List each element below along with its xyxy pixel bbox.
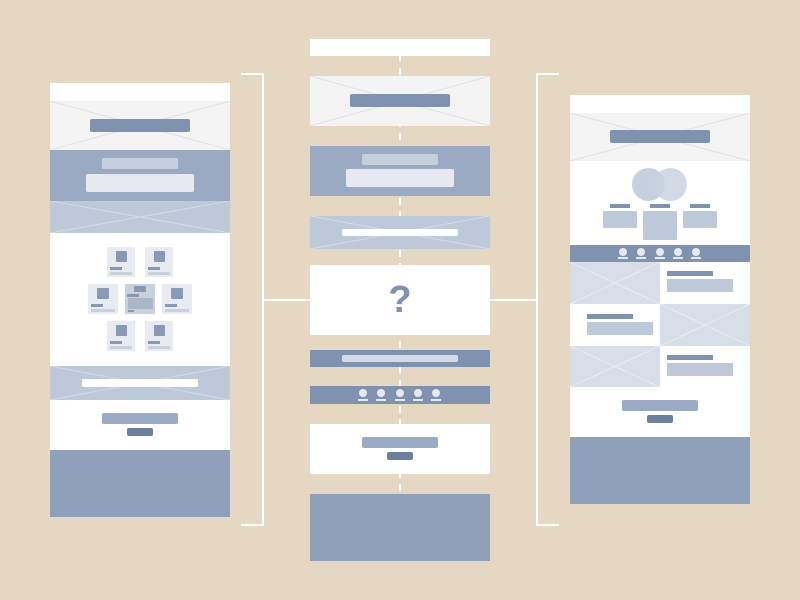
left-signup-section bbox=[50, 400, 230, 450]
center-signup-bar bbox=[362, 437, 438, 448]
left-wireframe-page bbox=[50, 83, 230, 517]
circle-icon bbox=[377, 389, 385, 397]
right-wireframe-page bbox=[570, 95, 750, 504]
left-banner bbox=[50, 150, 230, 201]
right-zigzag-row bbox=[570, 304, 750, 346]
right-zigzag-row bbox=[570, 262, 750, 304]
center-image-strip-input-bar bbox=[342, 229, 458, 236]
left-cta-strip bbox=[50, 366, 230, 400]
circle-icon bbox=[674, 248, 682, 256]
feature-tile bbox=[145, 321, 173, 351]
center-hero-title-bar bbox=[350, 94, 450, 107]
center-search-strip-block bbox=[310, 350, 490, 367]
center-footer-block bbox=[310, 494, 490, 561]
right-signup-button bbox=[647, 415, 673, 423]
left-signup-button bbox=[127, 428, 153, 436]
right-venn-section bbox=[570, 161, 750, 245]
venn-circle-icon bbox=[654, 168, 687, 201]
venn-card bbox=[603, 211, 637, 228]
feature-tile-featured bbox=[125, 284, 155, 314]
circle-icon bbox=[414, 389, 422, 397]
feature-tile bbox=[88, 284, 118, 314]
center-signup-button bbox=[387, 452, 413, 460]
right-topbar bbox=[570, 95, 750, 113]
right-signup-section bbox=[570, 387, 750, 437]
left-banner-title-bar bbox=[102, 158, 178, 169]
center-banner-title-bar bbox=[362, 154, 438, 165]
left-banner-text-box bbox=[86, 174, 194, 192]
left-bracket bbox=[241, 73, 264, 526]
question-mark-icon: ? bbox=[388, 279, 412, 321]
right-hero-title-bar bbox=[610, 130, 710, 143]
image-placeholder-icon bbox=[570, 346, 660, 387]
center-topbar-block bbox=[310, 39, 490, 56]
feature-tile bbox=[107, 321, 135, 351]
feature-tile bbox=[107, 247, 135, 277]
center-unknown-section-block: ? bbox=[310, 265, 490, 335]
circle-icon bbox=[396, 389, 404, 397]
left-image-strip bbox=[50, 201, 230, 233]
right-signup-bar bbox=[622, 400, 698, 411]
center-icon-row-block bbox=[310, 386, 490, 404]
center-hero-block bbox=[310, 76, 490, 126]
circle-icon bbox=[637, 248, 645, 256]
circle-icon bbox=[619, 248, 627, 256]
image-placeholder-icon bbox=[570, 262, 660, 304]
right-hero bbox=[570, 113, 750, 161]
venn-card bbox=[683, 211, 717, 228]
right-footer bbox=[570, 437, 750, 504]
right-icon-row bbox=[570, 245, 750, 262]
feature-tile bbox=[162, 284, 192, 314]
circle-icon bbox=[359, 389, 367, 397]
feature-tile bbox=[145, 247, 173, 277]
center-banner-text-box bbox=[346, 169, 454, 187]
left-hero bbox=[50, 101, 230, 150]
zigzag-image bbox=[570, 346, 660, 387]
right-bracket bbox=[536, 73, 559, 526]
zigzag-image bbox=[660, 304, 750, 346]
venn-card bbox=[643, 211, 677, 240]
left-signup-bar bbox=[102, 413, 178, 424]
zigzag-image bbox=[570, 262, 660, 304]
image-placeholder-icon bbox=[660, 304, 750, 346]
image-placeholder-icon bbox=[50, 201, 230, 233]
center-search-strip-bar bbox=[342, 355, 458, 362]
left-footer bbox=[50, 450, 230, 517]
circle-icon bbox=[692, 248, 700, 256]
right-zigzag-row bbox=[570, 346, 750, 387]
circle-icon bbox=[432, 389, 440, 397]
circle-icon bbox=[656, 248, 664, 256]
left-topbar bbox=[50, 83, 230, 101]
center-banner-block bbox=[310, 146, 490, 196]
left-cta-input-bar bbox=[82, 379, 198, 387]
left-hero-title-bar bbox=[90, 119, 190, 132]
center-signup-block bbox=[310, 424, 490, 474]
center-image-strip-block bbox=[310, 216, 490, 249]
left-feature-grid bbox=[50, 233, 230, 366]
